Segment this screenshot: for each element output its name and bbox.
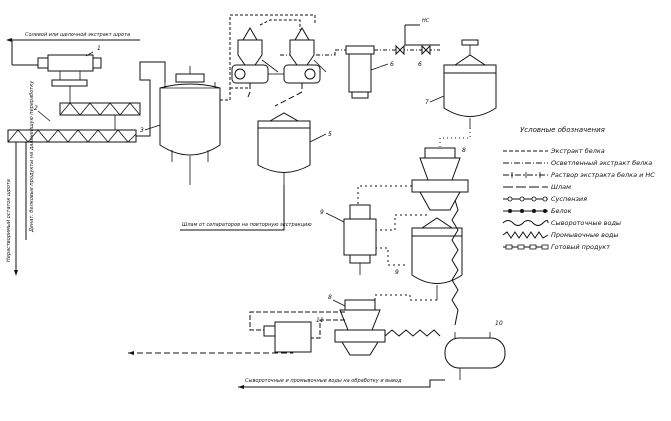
svg-text:Экстракт белка: Экстракт белка xyxy=(550,147,605,155)
left-vertical-outputs: Нерастворимый остаток шрота Денат. белко… xyxy=(6,80,35,276)
pipe-to-bottom-separator xyxy=(374,294,437,301)
legend-item-suspension: Суспензия xyxy=(503,195,587,203)
left-vertical-label-1: Нерастворимый остаток шрота xyxy=(6,179,12,262)
equipment-4-separators xyxy=(231,27,327,84)
legend-item-whey-water: Сывороточные воды xyxy=(502,219,621,227)
top-input-line: Солевой или щелочной экстракт шрота xyxy=(6,32,140,66)
legend: Условные обозначения Экстракт белка Осве… xyxy=(502,126,655,251)
svg-text:Сывороточные воды: Сывороточные воды xyxy=(551,219,621,227)
legend-item-extract-solution: Раствор экстракта белка и НС xyxy=(503,171,655,179)
product-pipe-loop xyxy=(249,311,345,331)
equipment-number-6: 6 xyxy=(390,61,394,68)
wash-water-line xyxy=(384,329,441,337)
equipment-number-1: 1 xyxy=(97,45,101,52)
legend-title: Условные обозначения xyxy=(520,126,605,134)
pipe-to-reactor-3 xyxy=(136,61,166,137)
legend-item-extract: Экстракт белка xyxy=(503,147,605,155)
equipment-number-8-bottom: 8 xyxy=(328,294,332,301)
equipment-8-top-separator: 8 xyxy=(411,147,469,211)
pipe-to-separator-8 xyxy=(439,128,471,148)
svg-text:Промывочные воды: Промывочные воды xyxy=(551,231,619,239)
equipment-number-2: 2 xyxy=(34,105,38,112)
whey-water-line xyxy=(451,199,459,326)
svg-text:Осветленный экстракт белка: Осветленный экстракт белка xyxy=(551,159,652,167)
equipment-number-7: 7 xyxy=(425,99,429,106)
svg-text:Белок: Белок xyxy=(551,207,572,215)
equipment-8-bottom-separator: 8 xyxy=(328,294,386,356)
svg-text:Шлам: Шлам xyxy=(551,183,571,191)
equipment-5-collector: 5 xyxy=(257,112,332,231)
bottom-waste-label: Сывороточные и промывочные воды на обраб… xyxy=(245,378,402,384)
equipment-1-pump: 1 xyxy=(37,45,102,87)
dashed-extract-lines xyxy=(220,14,336,101)
svg-text:Готовый продукт: Готовый продукт xyxy=(551,243,610,251)
equipment-number-5: 5 xyxy=(328,131,332,138)
equipment-9-mixer: 9 xyxy=(395,217,463,300)
equipment-number-3: 3 xyxy=(140,127,144,134)
final-product-output xyxy=(128,351,293,355)
equipment-11-dryer: 11 xyxy=(263,317,324,353)
sludge-output: Шлам от сепараторов на повторную экстрак… xyxy=(180,222,312,231)
equipment-2-conveyor: 2 xyxy=(7,86,141,143)
sludge-pipe-1 xyxy=(247,83,251,98)
hc-input: НС 6 xyxy=(374,18,440,68)
equipment-number-10: 10 xyxy=(495,320,503,327)
equipment-number-8-top: 8 xyxy=(462,147,466,154)
suspension-lines xyxy=(357,185,430,266)
sludge-label: Шлам от сепараторов на повторную экстрак… xyxy=(182,222,312,228)
legend-item-final-product: Готовый продукт xyxy=(503,243,610,251)
svg-text:Суспензия: Суспензия xyxy=(551,195,587,203)
legend-item-sludge: Шлам xyxy=(503,183,571,191)
equipment-6-filter: 6 xyxy=(335,45,394,99)
equipment-7-mixer: 7 xyxy=(425,39,497,128)
left-vertical-label-2: Денат. белковые продукты на дальнейшую п… xyxy=(29,80,35,233)
equipment-number-9a: 9 xyxy=(320,209,324,216)
bottom-waste-output: Сывороточные и промывочные воды на обраб… xyxy=(238,378,445,389)
hc-label: НС xyxy=(422,18,430,24)
equipment-3-reactor: 3 xyxy=(140,66,221,185)
sludge-pipe-2 xyxy=(274,83,303,107)
svg-text:Раствор экстракта белка и НС: Раствор экстракта белка и НС xyxy=(551,171,655,179)
equipment-9-column: 9 xyxy=(320,204,377,275)
legend-item-clarified-extract: Осветленный экстракт белка xyxy=(503,159,652,167)
equipment-10-tank: 10 xyxy=(444,320,506,380)
equipment-number-9b: 9 xyxy=(395,269,399,276)
legend-item-protein: Белок xyxy=(503,207,572,215)
equipment-number-11: 11 xyxy=(316,317,324,324)
legend-item-wash-water: Промывочные воды xyxy=(502,231,619,239)
top-input-label: Солевой или щелочной экстракт шрота xyxy=(25,32,130,38)
equipment-number-6b: 6 xyxy=(418,61,422,68)
